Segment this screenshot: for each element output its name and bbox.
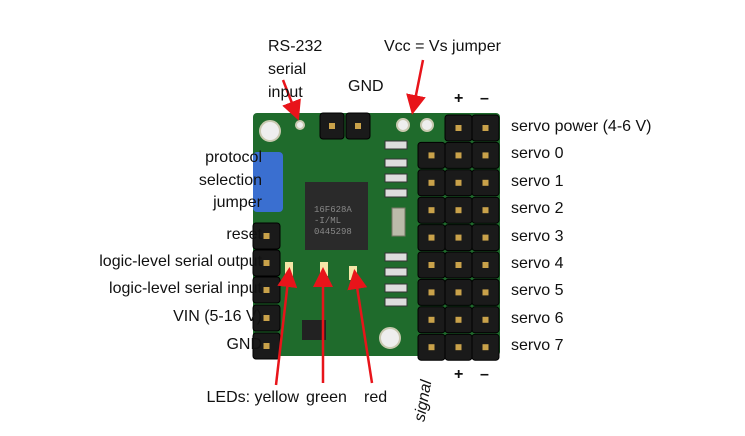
label-top-minus: – — [480, 90, 489, 107]
plus-pin-6-pad — [455, 289, 462, 296]
resistor — [384, 297, 408, 307]
plus-pin-5-pad — [455, 262, 462, 268]
signal-pin-2-pad — [428, 179, 435, 186]
pointer-arrow-0 — [281, 79, 301, 121]
plus-pin-7-pad — [455, 316, 462, 323]
label-left-pin-2: logic-level serial input — [109, 280, 262, 297]
minus-pin-6-pad — [482, 289, 489, 296]
plus-pin-4-pad — [455, 234, 462, 241]
mounting-hole — [295, 120, 305, 130]
signal-pin-5-pad — [428, 262, 435, 268]
label-led-green: green — [306, 389, 347, 406]
mounting-hole — [259, 120, 281, 142]
label-leds-yellow: LEDs: yellow — [206, 389, 299, 406]
mounting-hole — [379, 327, 401, 349]
chip-text: 0445298 — [314, 227, 352, 237]
minus-pin-8-pad — [482, 344, 489, 351]
pointer-arrow-4 — [347, 269, 374, 384]
resistor — [384, 158, 408, 168]
signal-pin-8-pad — [428, 344, 435, 351]
label-left-pin-3: VIN (5-16 V) — [173, 308, 262, 325]
label-left-pin-0: reset — [226, 226, 262, 243]
resistor — [384, 283, 408, 293]
plus-pin-0-pad — [455, 125, 462, 131]
signal-pin-6-pad — [428, 289, 435, 296]
label-rs232: RS-232 serial input — [268, 38, 322, 102]
regulator — [302, 320, 326, 340]
label-left-pin-4: GND — [226, 336, 262, 353]
label-rs232-line3: input — [268, 84, 303, 101]
left-pin-1-pad — [263, 260, 270, 266]
label-bottom-minus: – — [480, 366, 489, 383]
pointer-arrow-1 — [406, 59, 426, 115]
label-left-pin-1: logic-level serial output — [99, 253, 262, 270]
label-led-red: red — [364, 389, 388, 406]
label-servo-6: servo 5 — [511, 282, 564, 300]
mounting-hole — [396, 118, 410, 132]
resistor — [384, 140, 408, 150]
label-protocol-line2: selection — [198, 171, 262, 189]
plus-pin-3-pad — [455, 207, 462, 214]
resistor — [384, 267, 408, 277]
label-vcc-jumper: Vcc = Vs jumper — [384, 38, 501, 55]
chip-text: -I/ML — [314, 216, 341, 226]
left-pin-4-pad — [263, 343, 270, 349]
minus-pin-2-pad — [482, 179, 489, 186]
label-bottom-plus: + — [454, 366, 464, 383]
minus-pin-4-pad — [482, 234, 489, 241]
gnd-pin-pad — [355, 123, 361, 129]
resistor — [384, 173, 408, 183]
label-servo-2: servo 1 — [511, 172, 564, 190]
minus-pin-3-pad — [482, 207, 489, 214]
label-rs232-line1: RS-232 — [268, 38, 323, 55]
minus-pin-7-pad — [482, 316, 489, 323]
label-servo-0: servo power (4-6 V) — [511, 118, 652, 135]
left-pin-0-pad — [263, 233, 270, 239]
rs232-pin-pad — [329, 123, 335, 129]
label-protocol-jumper: protocol selection jumper — [199, 147, 262, 215]
label-servo-8: servo 7 — [511, 337, 564, 355]
label-top-plus: + — [454, 90, 464, 107]
label-servo-4: servo 3 — [511, 227, 564, 245]
plus-pin-8-pad — [455, 344, 462, 351]
label-top-gnd: GND — [348, 78, 384, 95]
label-servo-3: servo 2 — [511, 200, 564, 218]
left-pin-2-pad — [263, 287, 270, 293]
signal-pin-3-pad — [428, 207, 435, 214]
signal-pin-7-pad — [428, 316, 435, 323]
resistor — [384, 188, 408, 198]
chip-text: 16F628A — [314, 205, 352, 215]
label-protocol-line3: jumper — [213, 194, 262, 211]
label-servo-5: servo 4 — [511, 255, 564, 272]
mounting-hole — [420, 118, 434, 132]
minus-pin-5-pad — [482, 262, 489, 268]
plus-pin-1-pad — [455, 152, 462, 159]
minus-pin-0-pad — [482, 125, 489, 131]
microcontroller-chip — [305, 182, 368, 250]
signal-pin-1-pad — [428, 152, 435, 159]
crystal — [391, 207, 406, 237]
pointer-arrow-2 — [274, 267, 298, 386]
label-rs232-line2: serial — [268, 61, 307, 78]
label-servo-1: servo 0 — [511, 145, 564, 163]
protocol-jumper — [253, 152, 283, 212]
minus-pin-1-pad — [482, 152, 489, 159]
resistor — [384, 252, 408, 262]
label-servo-7: servo 6 — [511, 309, 564, 327]
plus-pin-2-pad — [455, 179, 462, 186]
label-protocol-line1: protocol — [205, 149, 262, 166]
signal-pin-4-pad — [428, 234, 435, 241]
left-pin-3-pad — [263, 315, 270, 321]
